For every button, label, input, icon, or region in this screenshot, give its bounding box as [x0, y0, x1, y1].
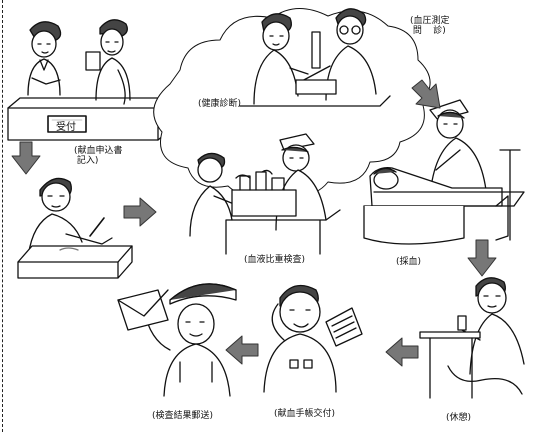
results-mailing-scene — [117, 283, 237, 397]
blood-draw-label: (採血) — [396, 257, 422, 267]
health-interview-label: (健康診断) — [198, 99, 242, 109]
left-dashed-border — [2, 0, 3, 432]
handbook-issue-label: (献血手帳交付) — [274, 409, 336, 419]
hemoglobin-test-label: (血液比重検査) — [244, 255, 306, 265]
results-mailing-label: (検査結果郵送) — [152, 411, 214, 421]
application-label: (献血申込書 記入) — [74, 146, 123, 166]
bp-interview-label: (血圧測定 問 診) — [410, 16, 450, 36]
health-check-cloud — [153, 8, 431, 255]
application-scene — [17, 177, 133, 279]
rest-label: (休憩) — [446, 413, 472, 423]
reception-sign-label: 受付 — [56, 122, 76, 133]
reception-scene — [7, 19, 171, 141]
blood-draw-scene — [363, 99, 525, 245]
handbook-scene — [263, 284, 363, 393]
rest-scene — [419, 277, 525, 399]
flow-arrows — [11, 79, 497, 367]
